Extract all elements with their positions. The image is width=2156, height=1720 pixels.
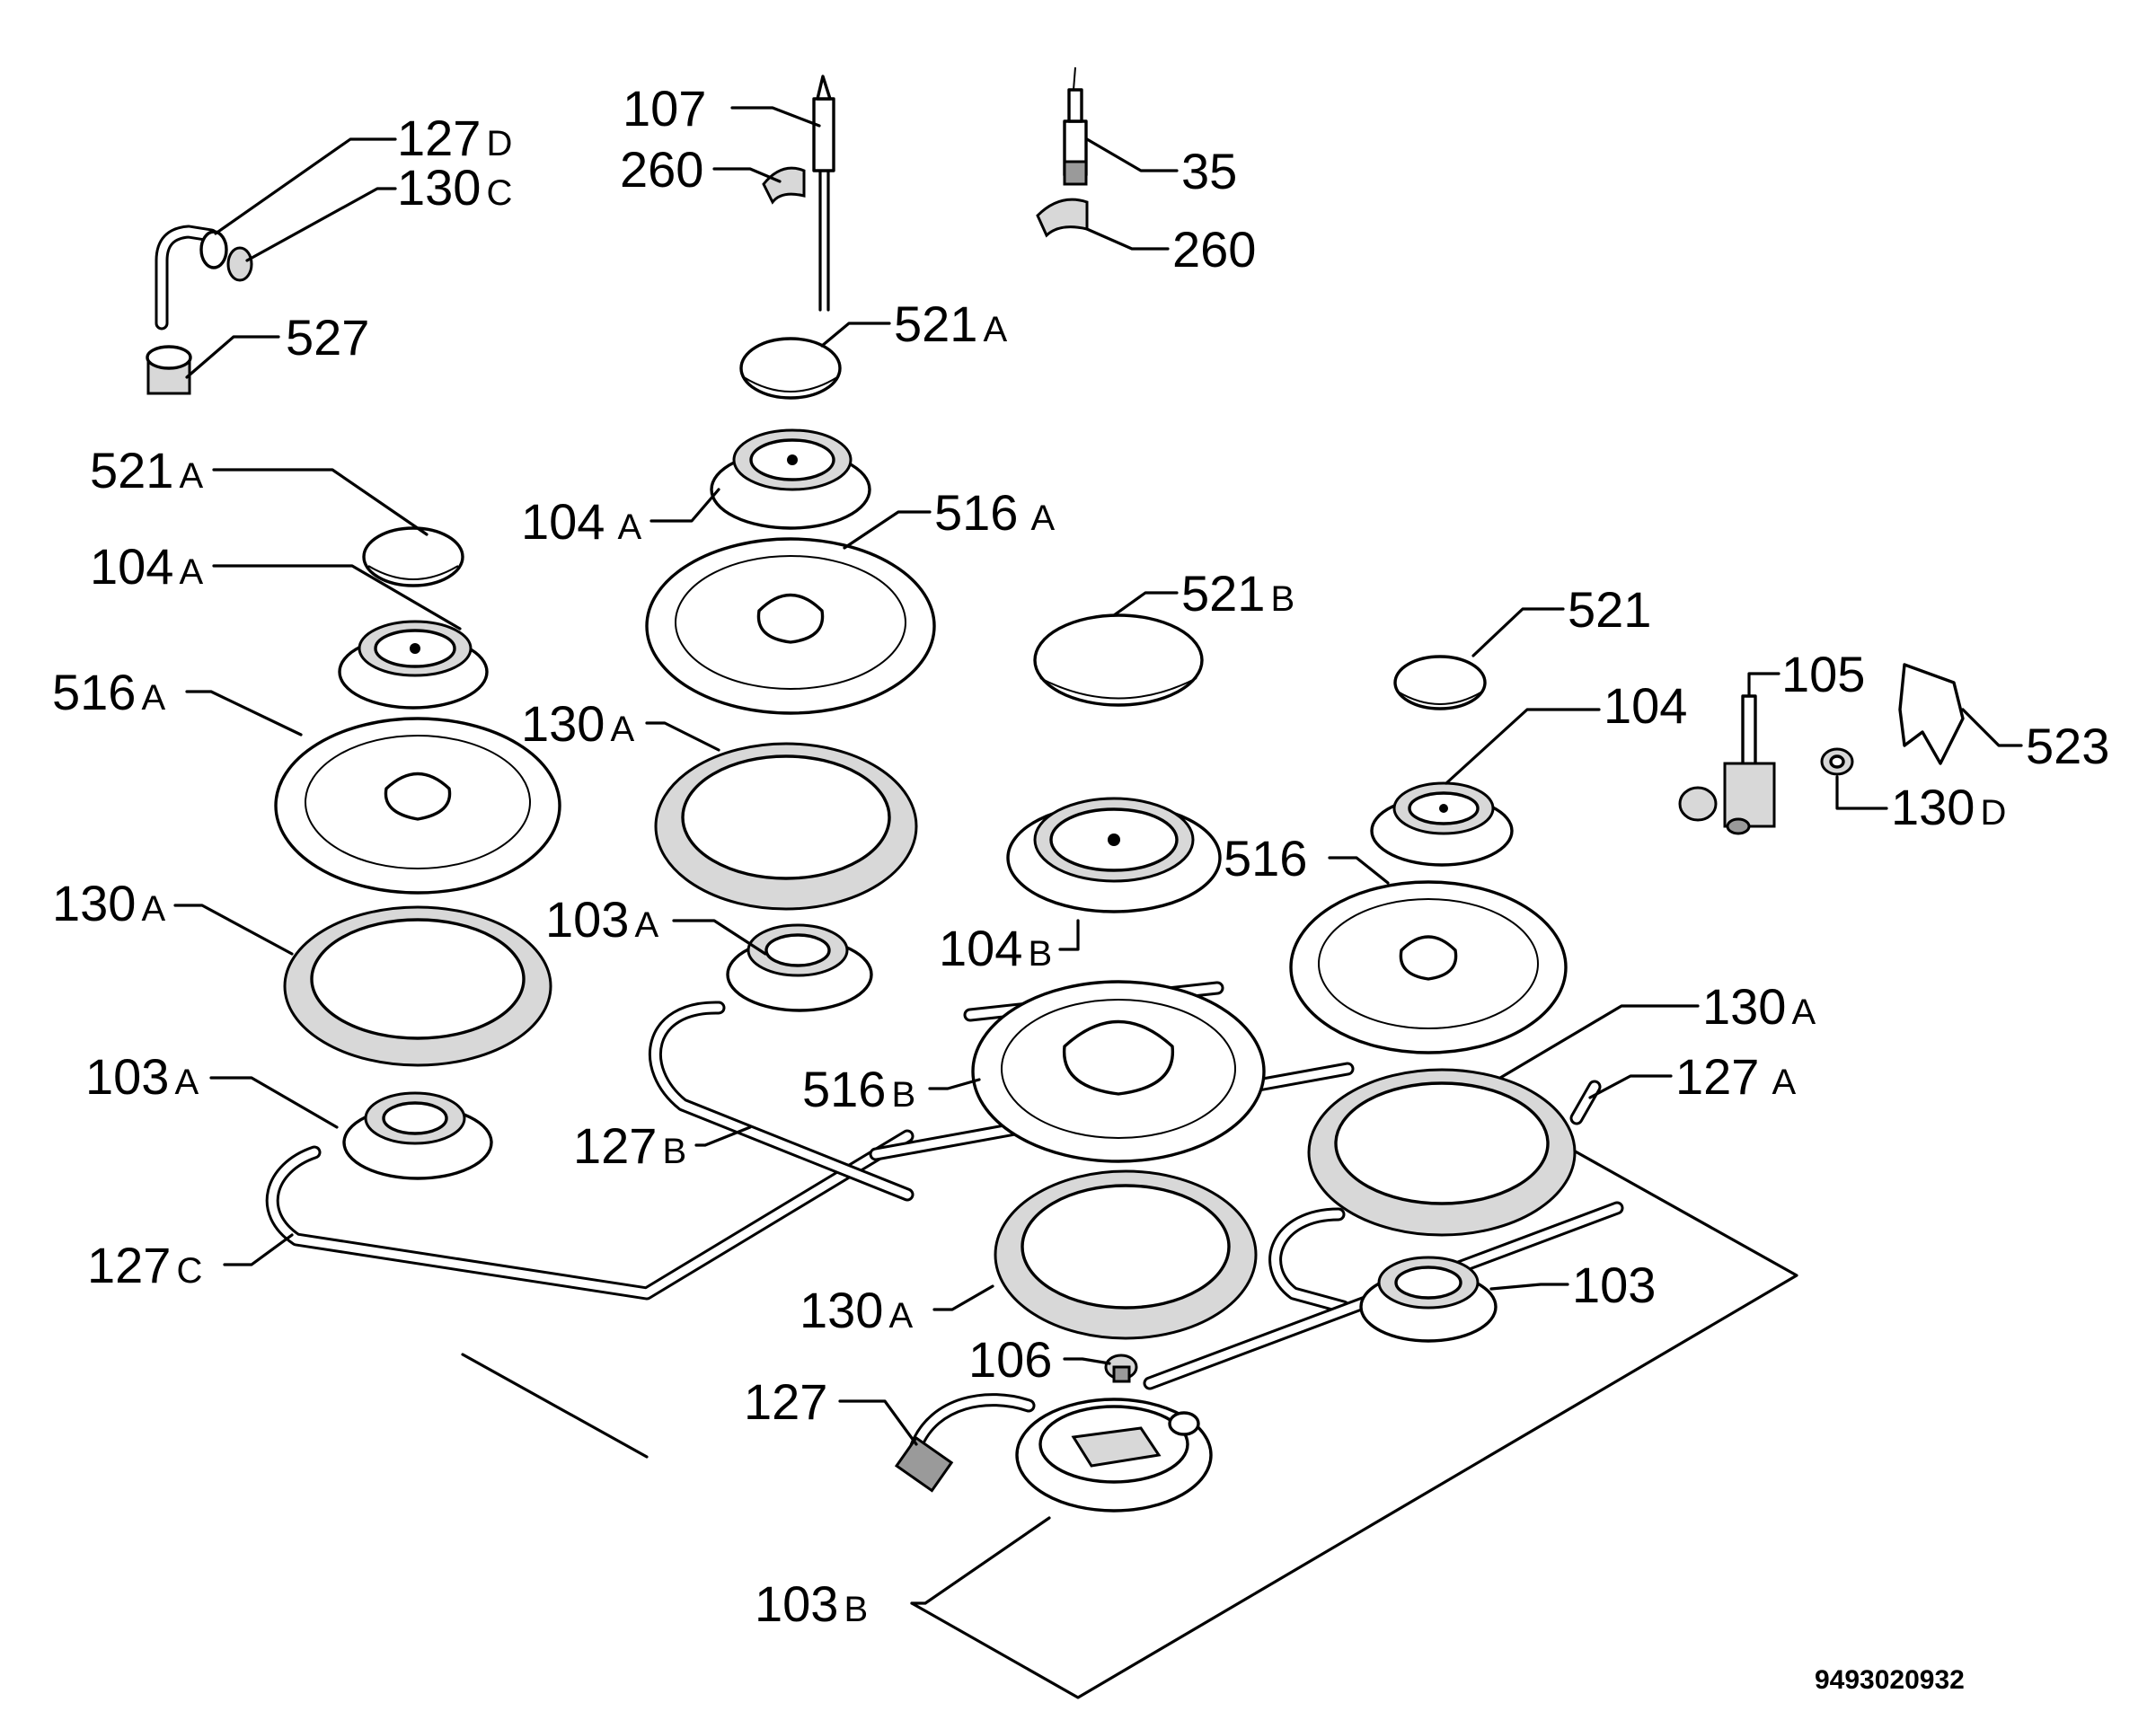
label-105: 105 bbox=[1781, 646, 1865, 702]
label-260-right: 260 bbox=[1172, 221, 1256, 278]
label-516: 516 bbox=[1224, 830, 1307, 886]
label-260-left: 260 bbox=[620, 141, 703, 198]
hob-outline bbox=[461, 1148, 1798, 1699]
drawing-number: 9493020932 bbox=[1815, 1665, 1965, 1695]
label-106: 106 bbox=[968, 1331, 1052, 1388]
label-127: 127 bbox=[744, 1373, 827, 1430]
gas-pipes bbox=[265, 981, 1624, 1493]
label-104: 104 bbox=[1604, 677, 1687, 734]
center-burner-stack bbox=[971, 613, 1266, 1513]
left-burner-stack bbox=[274, 526, 561, 1180]
label-521: 521 bbox=[1568, 581, 1651, 638]
leader-lines bbox=[173, 106, 2023, 1605]
middle-left-burner-stack bbox=[645, 337, 936, 1012]
right-burner-stack bbox=[1289, 655, 1577, 1343]
label-107: 107 bbox=[623, 80, 706, 137]
label-523: 523 bbox=[2026, 718, 2109, 774]
label-35: 35 bbox=[1181, 143, 1237, 199]
label-103: 103 bbox=[1572, 1257, 1656, 1313]
small-parts bbox=[146, 66, 1965, 835]
label-527: 527 bbox=[286, 309, 369, 366]
